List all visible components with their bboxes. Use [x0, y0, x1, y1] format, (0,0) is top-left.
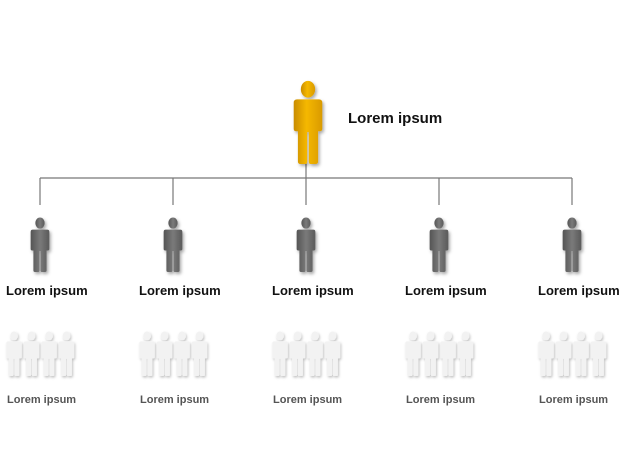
team-person-icon: [307, 331, 323, 376]
manager-person-icon: [429, 217, 449, 272]
team-person-icon: [422, 331, 439, 376]
manager-person-icon: [163, 217, 183, 272]
team-person-icon: [41, 331, 57, 376]
team-person-icon: [289, 331, 306, 376]
team-person-icon: [156, 331, 173, 376]
team-person-icon: [191, 331, 208, 376]
team-person-icon: [405, 331, 421, 376]
team-label-4: Lorem ipsum: [406, 394, 476, 406]
team-label-3: Lorem ipsum: [273, 394, 343, 406]
manager-person-icon: [30, 217, 50, 272]
manager-label-5: Lorem ipsum: [538, 283, 620, 298]
manager-label-4: Lorem ipsum: [405, 283, 487, 298]
team-person-icon: [573, 331, 589, 376]
team-person-icon: [555, 331, 572, 376]
team-label-2: Lorem ipsum: [140, 394, 210, 406]
team-person-icon: [590, 331, 607, 376]
team-person-icon: [538, 331, 554, 376]
team-person-icon: [324, 331, 341, 376]
manager-person-icon: [296, 217, 316, 272]
team-person-icon: [58, 331, 75, 376]
manager-label-2: Lorem ipsum: [139, 283, 221, 298]
team-person-icon: [174, 331, 190, 376]
manager-person-icon: [562, 217, 582, 272]
team-person-icon: [272, 331, 288, 376]
top-person-icon: [293, 80, 323, 164]
team-person-icon: [6, 331, 22, 376]
team-person-icon: [440, 331, 456, 376]
connector-lines: [39, 162, 573, 205]
team-person-icon: [23, 331, 40, 376]
manager-label-1: Lorem ipsum: [6, 283, 88, 298]
manager-label-3: Lorem ipsum: [272, 283, 354, 298]
figures: [6, 80, 607, 376]
top-node-label: Lorem ipsum: [348, 110, 443, 127]
team-label-1: Lorem ipsum: [7, 394, 77, 406]
team-person-icon: [457, 331, 474, 376]
team-person-icon: [139, 331, 155, 376]
team-label-5: Lorem ipsum: [539, 394, 609, 406]
